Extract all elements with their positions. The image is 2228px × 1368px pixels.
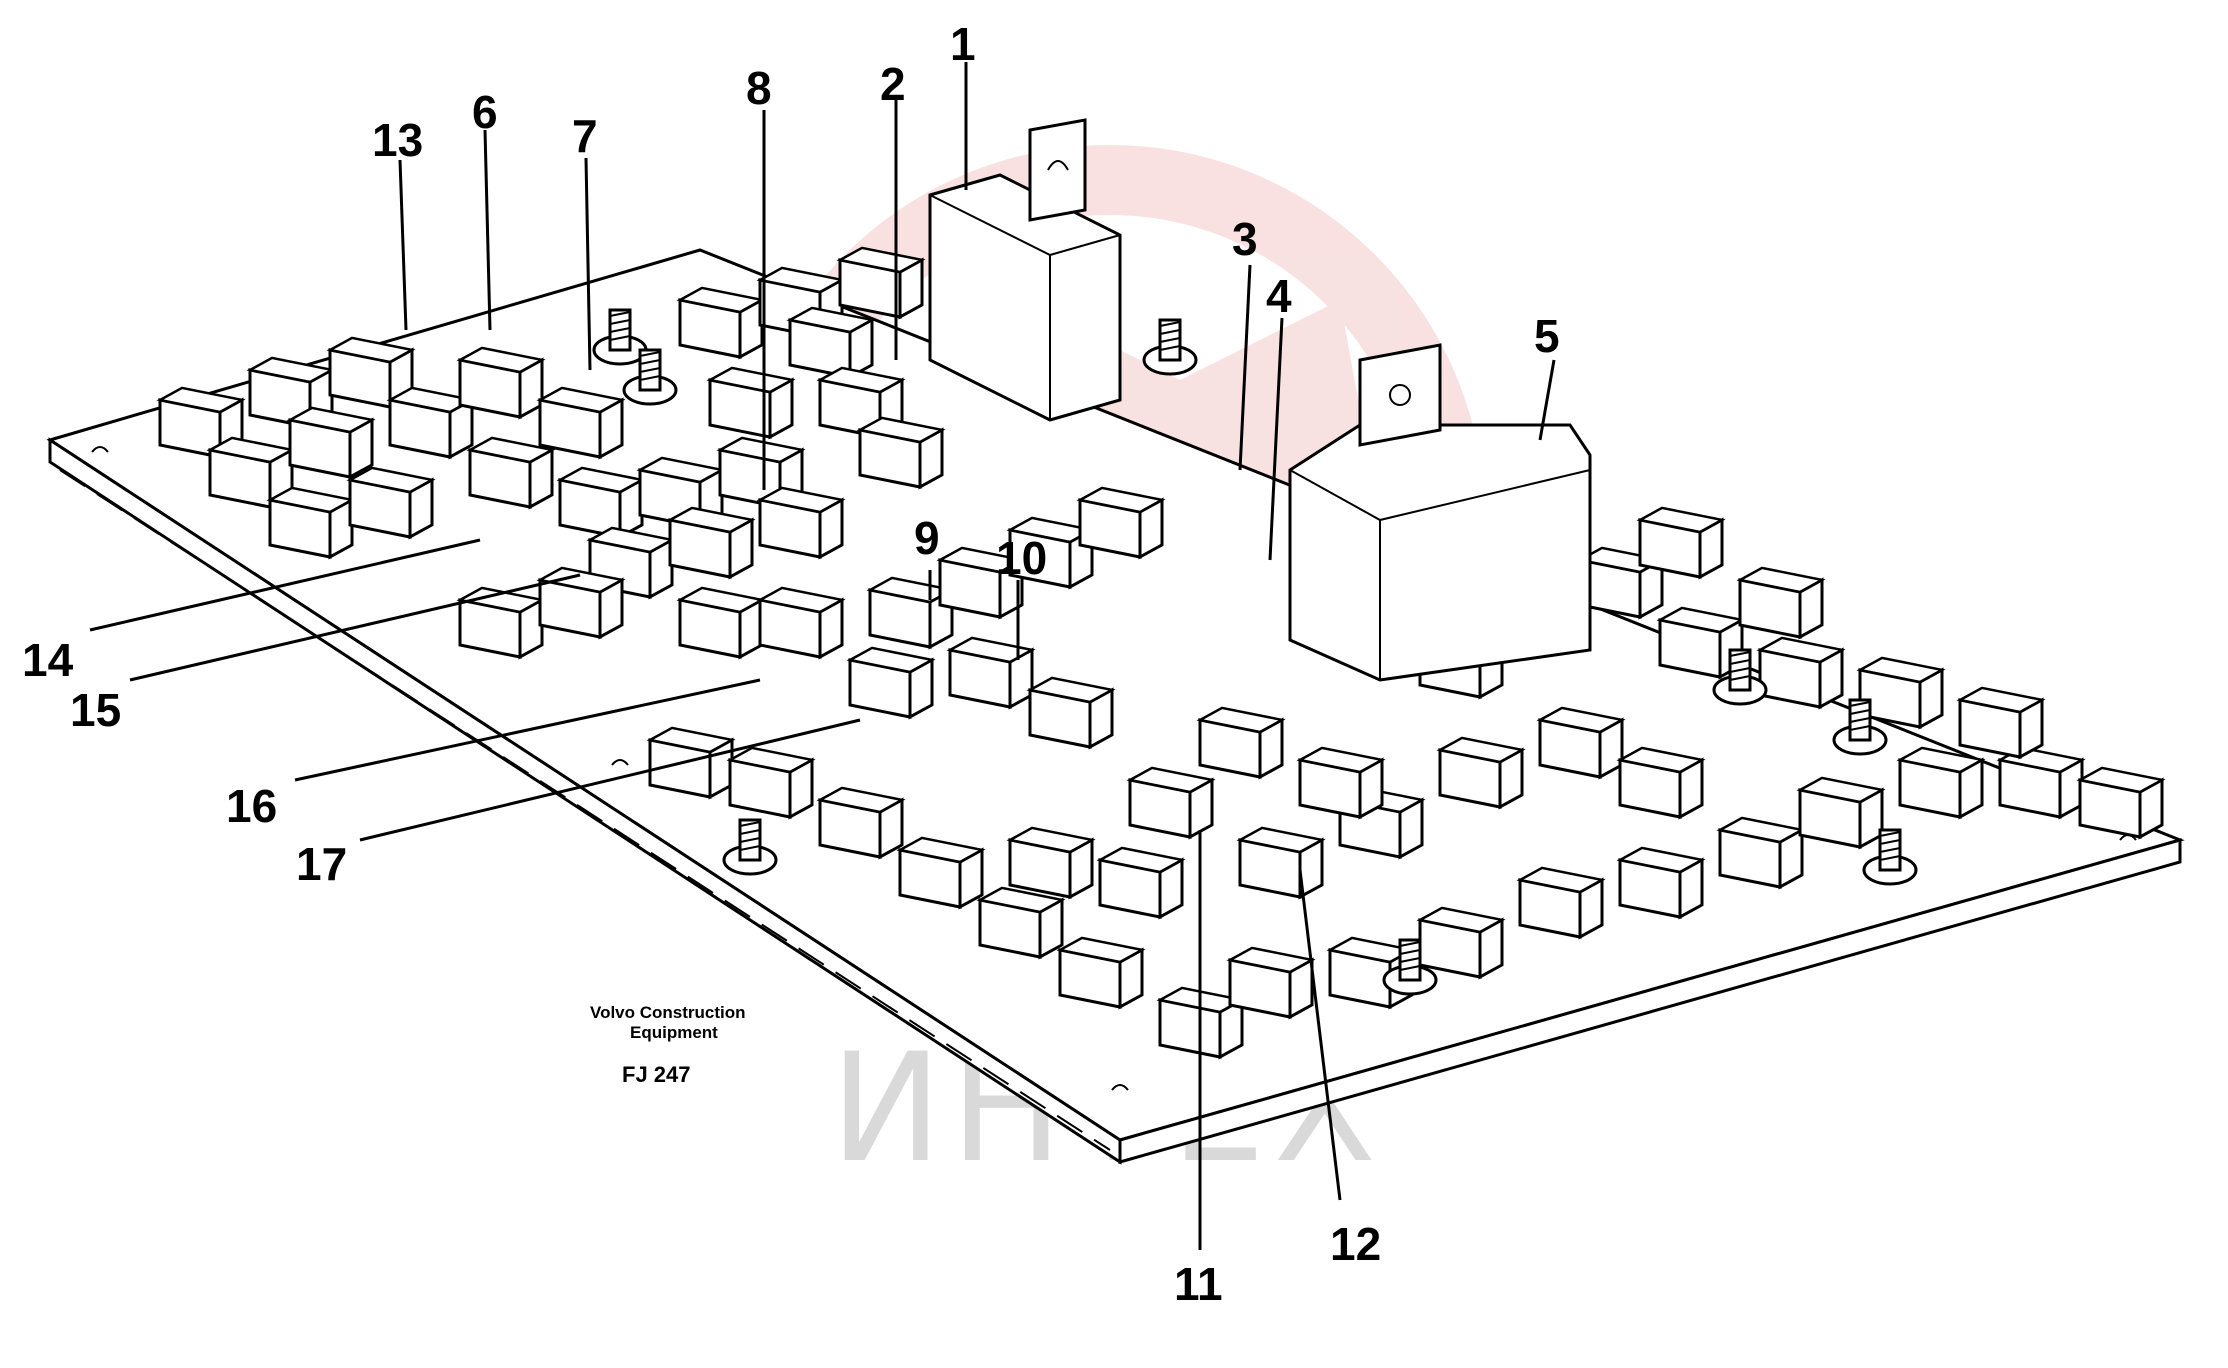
fuse-block [1736, 566, 1826, 640]
fuse-block [946, 636, 1036, 710]
fuse-block [1416, 906, 1506, 980]
fuse-block [536, 386, 626, 460]
callout-11: 11 [1174, 1258, 1223, 1310]
fuse-block [456, 586, 546, 660]
fuse-block [1296, 746, 1386, 820]
caption: Volvo Construction Equipment FJ 247 [590, 1003, 746, 1087]
fuse-block [1756, 636, 1846, 710]
callout-6: 6 [472, 86, 498, 138]
terminal-studs [592, 308, 1918, 996]
callout-3: 3 [1232, 213, 1258, 265]
fuse-block [816, 786, 906, 860]
fuse-block [2076, 766, 2166, 840]
fuse-block [1536, 706, 1626, 780]
callout-2: 2 [880, 58, 906, 110]
callout-13: 13 [372, 114, 423, 166]
callout-4: 4 [1266, 270, 1292, 322]
fuse-block [1096, 846, 1186, 920]
callout-15: 15 [70, 684, 121, 736]
fuse-block [286, 406, 376, 480]
fuse-block [1896, 746, 1986, 820]
caption-line-2: Equipment [630, 1023, 718, 1042]
terminal-stud [1832, 698, 1888, 756]
fuse-block [1636, 506, 1726, 580]
callout-14: 14 [22, 634, 74, 686]
callout-16: 16 [226, 780, 277, 832]
fuse-block [786, 306, 876, 380]
fuse-block [646, 726, 736, 800]
fuse-block [1026, 676, 1116, 750]
fuse-block [1226, 946, 1316, 1020]
callout-17: 17 [296, 838, 347, 890]
callout-12: 12 [1330, 1218, 1381, 1270]
fuse-block [676, 586, 766, 660]
fuse-block [1196, 706, 1286, 780]
callout-7: 7 [572, 110, 598, 162]
terminal-stud [622, 348, 678, 406]
fuse-block [1956, 686, 2046, 760]
terminal-stud [1382, 938, 1438, 996]
fuse-block [1616, 846, 1706, 920]
fuse-block [666, 506, 756, 580]
callout-9: 9 [914, 512, 940, 564]
callout-5: 5 [1534, 310, 1560, 362]
terminal-stud [722, 818, 778, 876]
fuse-block [856, 416, 946, 490]
fuse-block [756, 586, 846, 660]
fuse-block [1716, 816, 1806, 890]
fuse-block [1796, 776, 1886, 850]
fuse-block [836, 246, 926, 320]
fuse-block [1076, 486, 1166, 560]
terminal-stud [1862, 828, 1918, 886]
fuse-block [1856, 656, 1946, 730]
fuse-block [1436, 736, 1526, 810]
fuse-block [1126, 766, 1216, 840]
callout-1: 1 [950, 18, 976, 70]
terminal-stud [1712, 648, 1768, 706]
fuse-block [466, 436, 556, 510]
fuse-block [1056, 936, 1146, 1010]
fuse-block [1006, 826, 1096, 900]
relay-5 [1288, 343, 1592, 682]
fuse-block [1516, 866, 1606, 940]
fuse-block [456, 346, 546, 420]
figure-code: FJ 247 [622, 1062, 691, 1087]
relay-1 [928, 118, 1122, 422]
callout-labels: 1 2 3 4 5 6 7 8 9 10 11 12 13 14 15 16 1… [22, 18, 1560, 1310]
fuse-block [756, 486, 846, 560]
fuse-block [676, 286, 766, 360]
fuse-block [976, 886, 1066, 960]
fuse-block [536, 566, 626, 640]
leader-lines [89, 62, 1556, 1250]
caption-line-1: Volvo Construction [590, 1003, 746, 1022]
fuse-block [1616, 746, 1706, 820]
fuse-block [386, 386, 476, 460]
terminal-stud [1142, 318, 1198, 376]
callout-8: 8 [746, 62, 772, 114]
fuse-block [556, 466, 646, 540]
fuse-blocks [156, 246, 2166, 1060]
callout-10: 10 [996, 532, 1047, 584]
fuse-block [266, 486, 356, 560]
fuse-block [1996, 746, 2086, 820]
fuse-block [706, 366, 796, 440]
fuse-block [816, 366, 906, 440]
fuse-block [896, 836, 986, 910]
fuse-block [726, 746, 816, 820]
fuse-block [846, 646, 936, 720]
fuse-block [1236, 826, 1326, 900]
fuse-block [346, 466, 436, 540]
